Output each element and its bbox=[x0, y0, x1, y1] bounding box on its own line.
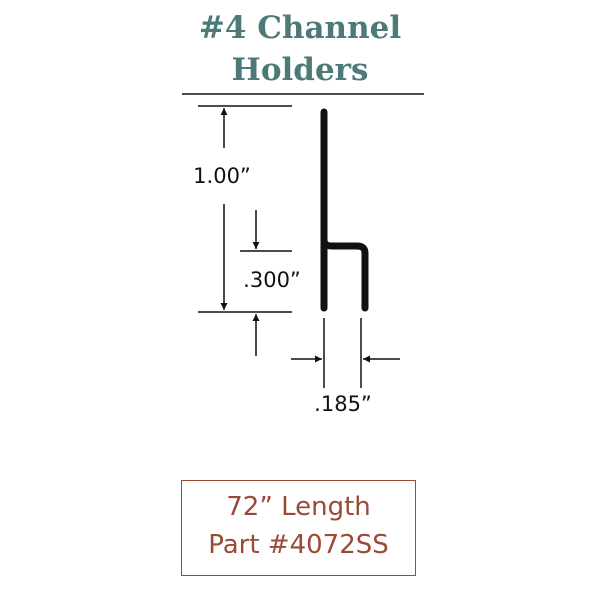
length-label: 72” Length bbox=[226, 492, 371, 522]
dimension-label-width: .185” bbox=[314, 392, 372, 416]
part-number-label: Part #4072SS bbox=[208, 530, 389, 560]
channel-profile bbox=[320, 108, 369, 312]
title-line-1: #4 Channel bbox=[198, 10, 402, 46]
dimension-label-height: 1.00” bbox=[193, 164, 251, 188]
dimension-label-channel-height: .300” bbox=[243, 268, 301, 292]
title-line-2: Holders bbox=[231, 52, 369, 88]
part-info-box: 72” Length Part #4072SS bbox=[181, 480, 416, 576]
